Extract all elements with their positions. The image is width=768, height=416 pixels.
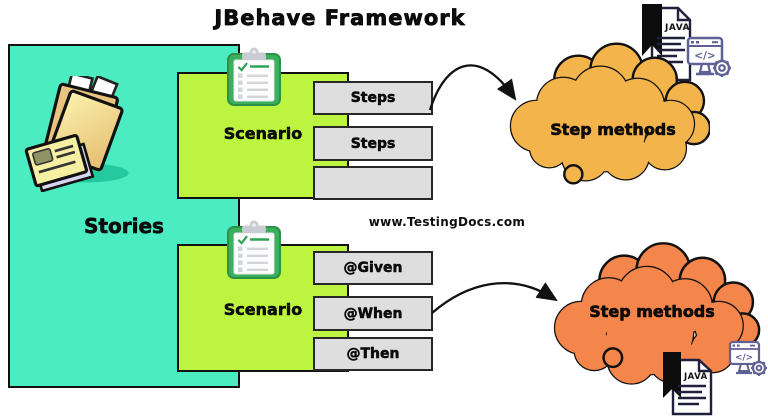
java-file-label: JAVA [683,372,708,382]
step-box-1-label: Steps [350,90,396,107]
step-methods-cloud-bottom [553,242,761,385]
bookmark-ribbon-icon [663,352,681,398]
documents-folder-icon [24,76,129,192]
code-glyph: </> [694,50,715,62]
then-label: @Then [346,346,400,363]
step-box-3-empty [313,166,433,200]
gear-icon [713,59,731,77]
given-label: @Given [343,260,403,277]
cloud-bubble-dot [602,347,624,369]
when-label: @When [343,305,403,322]
clipboard-checklist-icon [227,220,281,279]
annotation-box-given: @Given [313,251,433,285]
step-box-2-label: Steps [350,135,396,152]
scenario-top-label: Scenario [223,124,303,144]
cloud-bubble-dot [563,164,584,185]
java-file-icon: JAVA [663,352,713,416]
annotation-box-when: @When [313,296,433,331]
code-glyph: </> [735,353,753,363]
cloud-bottom-label: Step methods [589,302,715,322]
clipboard-checklist-icon [227,47,281,106]
arrow-when-to-cloud [431,282,558,314]
arrow-steps-to-cloud [428,64,517,111]
stories-label: Stories [84,214,165,239]
step-box-1: Steps [313,81,433,115]
java-file-label: JAVA [664,23,690,33]
watermark-text: www.TestingDocs.com [368,215,526,229]
code-window-gear-icon: </> [686,36,731,77]
step-box-2: Steps [313,126,433,161]
step-methods-cloud-top [509,42,710,185]
page-title: JBehave Framework [214,6,466,31]
gear-icon [751,360,767,376]
note-card [24,133,95,192]
annotation-box-then: @Then [313,337,433,371]
cloud-top-label: Step methods [550,120,676,140]
java-file-icon: JAVA [642,4,692,82]
code-window-gear-icon: </> [728,340,767,376]
scenario-bottom-label: Scenario [223,300,303,320]
